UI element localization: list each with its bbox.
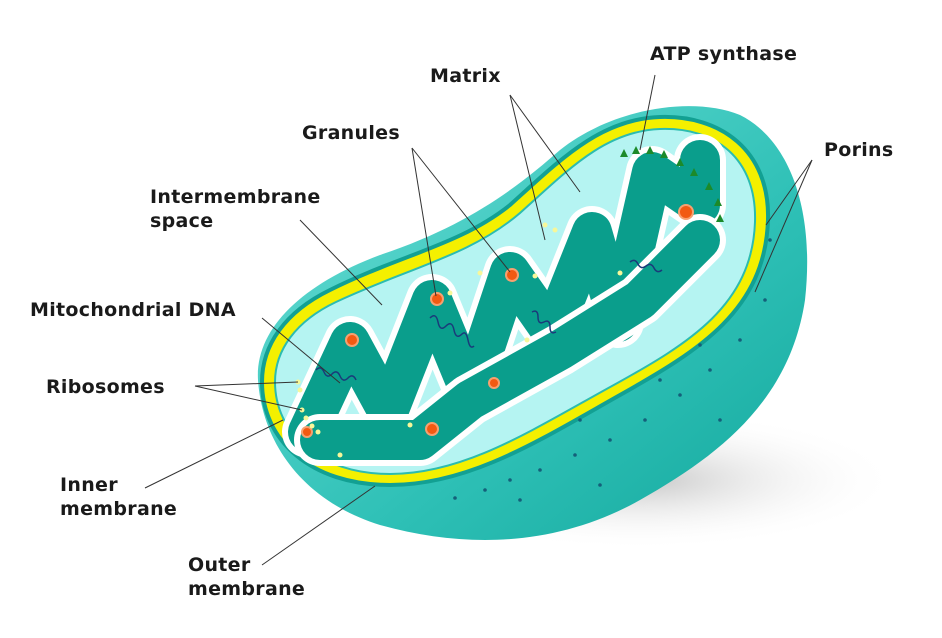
mitochondrial-dna — [315, 259, 663, 381]
label-line-1: Intermembrane — [150, 186, 321, 208]
label-atp-synthase: ATP synthase — [650, 43, 798, 65]
label-mitochondrial-dna: Mitochondrial DNA — [30, 299, 236, 321]
atp-synthase-particles — [620, 146, 724, 222]
label-line-2: membrane — [60, 498, 178, 520]
leader-lines — [144, 74, 813, 566]
granules — [301, 204, 694, 438]
label-line-1: Inner — [60, 474, 118, 496]
label-line-2: space — [150, 210, 214, 232]
label-line-2: membrane — [188, 578, 306, 600]
label-granules: Granules — [302, 122, 400, 144]
matrix-cristae — [282, 134, 726, 466]
label-matrix: Matrix — [430, 65, 501, 87]
label-porins: Porins — [824, 139, 894, 161]
label-ribosomes: Ribosomes — [46, 376, 165, 398]
label-line-1: Outer — [188, 554, 251, 576]
porins — [453, 238, 772, 502]
